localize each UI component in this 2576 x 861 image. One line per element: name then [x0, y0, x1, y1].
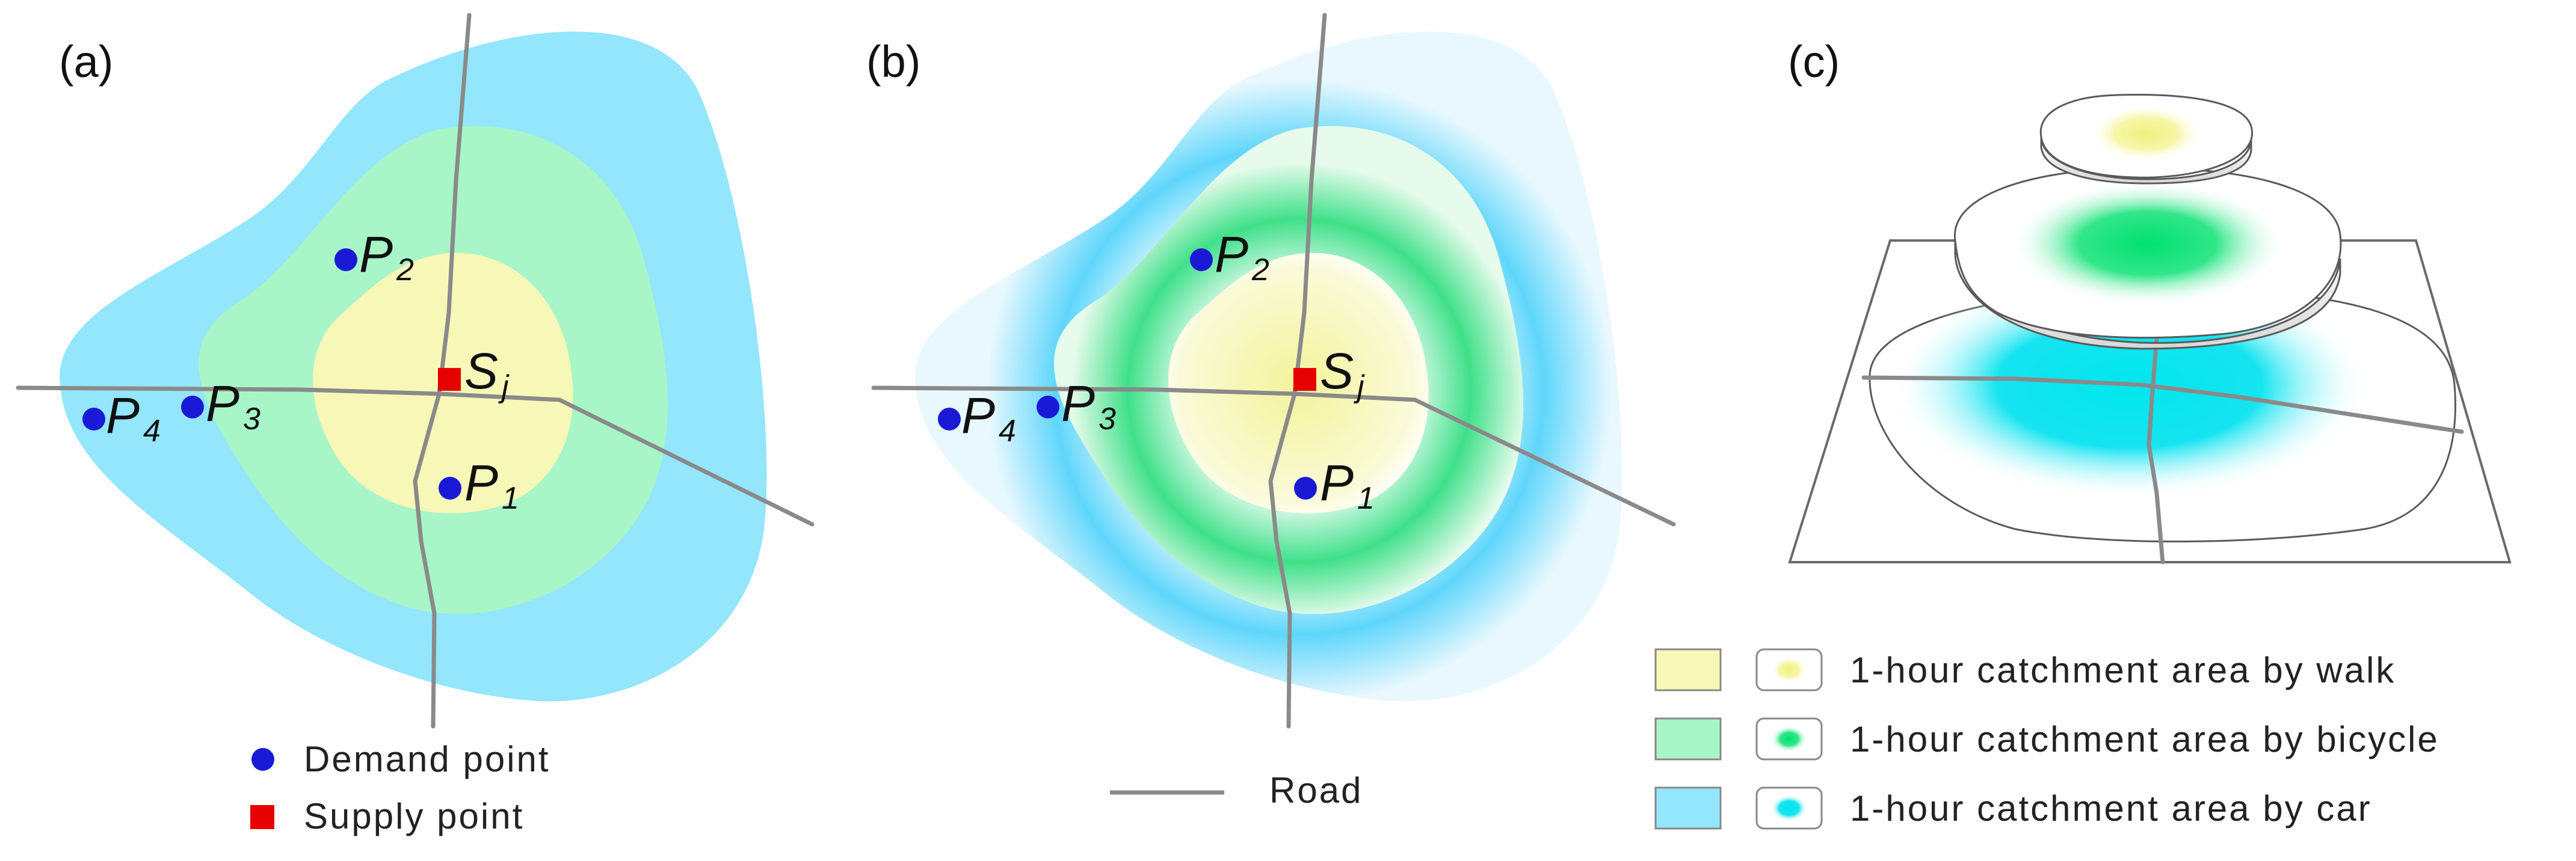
p3-subscript: 3 [1098, 402, 1116, 437]
demand-point-marker [439, 477, 461, 500]
car-legend-label: 1-hour catchment area by car [1850, 788, 2372, 829]
demand-point-legend-label: Demand point [304, 739, 550, 779]
bicycle-layer [1953, 167, 2342, 350]
walk-flat-swatch [1654, 648, 1722, 691]
svg-text:P3: P3 [206, 375, 260, 437]
demand-point-marker [938, 408, 961, 430]
panel-b-label: (b) [866, 37, 920, 87]
svg-text:P1: P1 [464, 455, 519, 516]
panel-a-label: (a) [59, 37, 113, 87]
p3-label: P [206, 375, 239, 432]
supply-point-marker [1293, 368, 1316, 391]
p4-label: P [106, 387, 140, 444]
road-north-south [413, 13, 472, 729]
supply-point-marker [438, 368, 461, 391]
p1-subscript: 1 [1357, 481, 1375, 516]
p2-label: P [359, 226, 393, 283]
bicycle-flat-swatch [1654, 717, 1722, 761]
svg-text:P2: P2 [359, 226, 414, 287]
p2-label: P [1215, 226, 1248, 283]
road-legend-label: Road [1269, 770, 1363, 810]
road-network [16, 13, 815, 729]
layer-road-north-south [2146, 298, 2165, 565]
p3-label: P [1061, 375, 1095, 432]
p1-subscript: 1 [502, 481, 519, 516]
demand-point-marker [1037, 396, 1059, 418]
demand-point-marker [82, 408, 105, 430]
walk-layer [2039, 94, 2254, 185]
p3-subscript: 3 [243, 402, 260, 437]
car-gradient-swatch-fill [1771, 795, 1807, 821]
p4-subscript: 4 [999, 414, 1016, 449]
p1-label: P [1320, 455, 1354, 511]
bicycle-legend-label: 1-hour catchment area by bicycle [1850, 719, 2439, 759]
demand-point-legend-marker [251, 748, 274, 771]
svg-text:P1: P1 [1320, 455, 1375, 516]
svg-text:P4: P4 [961, 387, 1016, 449]
car-layer [1861, 271, 2464, 565]
supply-point-legend-label: Supply point [304, 796, 524, 836]
legend-a: Demand point Supply point [250, 739, 550, 836]
p4-subscript: 4 [143, 414, 161, 449]
svg-text:P3: P3 [1061, 375, 1116, 437]
svg-text:P4: P4 [106, 387, 161, 449]
svg-text:P2: P2 [1215, 226, 1269, 287]
supply-point-label: S [1320, 343, 1354, 399]
road-north-south [1268, 13, 1327, 729]
supply-point-label: S [464, 343, 498, 399]
walk-gradient-swatch-fill [1771, 657, 1807, 683]
walk-legend-label: 1-hour catchment area by walk [1850, 650, 2396, 690]
bicycle-gradient-swatch-fill [1771, 726, 1807, 752]
p2-subscript: 2 [396, 253, 414, 287]
panel-c-label: (c) [1788, 37, 1840, 87]
demand-point-marker [1190, 248, 1213, 271]
road-east-west [16, 385, 815, 527]
p2-subscript: 2 [1251, 253, 1269, 287]
panel-c: (c) 1-hour catchment area by walk [1654, 37, 2512, 830]
layer-road-east-west [1861, 375, 2464, 434]
p4-label: P [961, 387, 995, 444]
legend-c: 1-hour catchment area by walk 1-hour cat… [1654, 648, 2439, 830]
legend-b: Road [1110, 770, 1363, 810]
demand-point-marker [181, 396, 204, 418]
p1-label: P [464, 455, 498, 511]
walk-layer-gradient [2089, 105, 2204, 162]
road-network [871, 13, 1676, 729]
supply-point-legend-marker [250, 805, 274, 829]
road-east-west [871, 385, 1676, 527]
car-flat-swatch [1654, 786, 1722, 830]
demand-point-marker [1294, 477, 1317, 500]
bicycle-layer-gradient [2009, 180, 2286, 307]
demand-point-marker [334, 248, 357, 271]
